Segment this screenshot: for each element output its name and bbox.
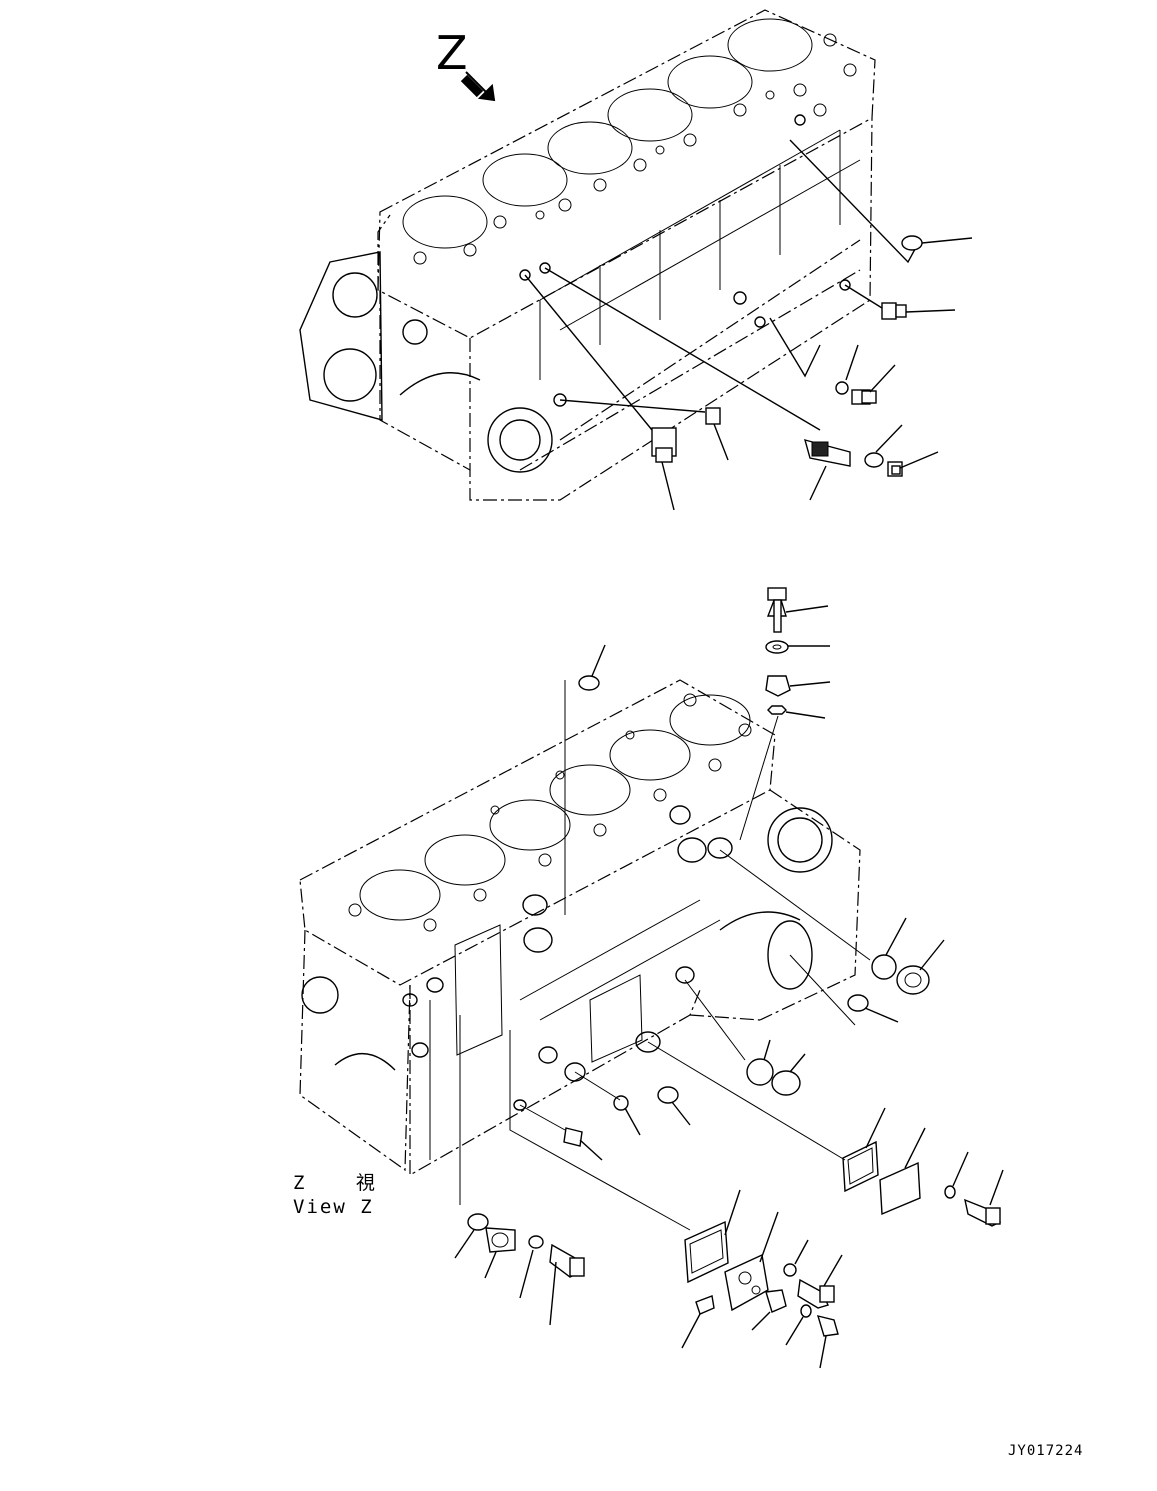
- view-caption-en: View Z: [293, 1196, 374, 1218]
- view-arrow-label: Z: [436, 26, 468, 80]
- arrow-down-right-icon: [460, 71, 496, 102]
- drawing-id: JY017224: [1008, 1443, 1084, 1459]
- view-caption-jp: Z 視: [293, 1172, 395, 1194]
- engine-block-top: [299, 9, 876, 501]
- top-view-parts: [524, 139, 973, 511]
- engine-block-bottom: [299, 679, 861, 1177]
- bottom-view-parts: [454, 587, 1004, 1369]
